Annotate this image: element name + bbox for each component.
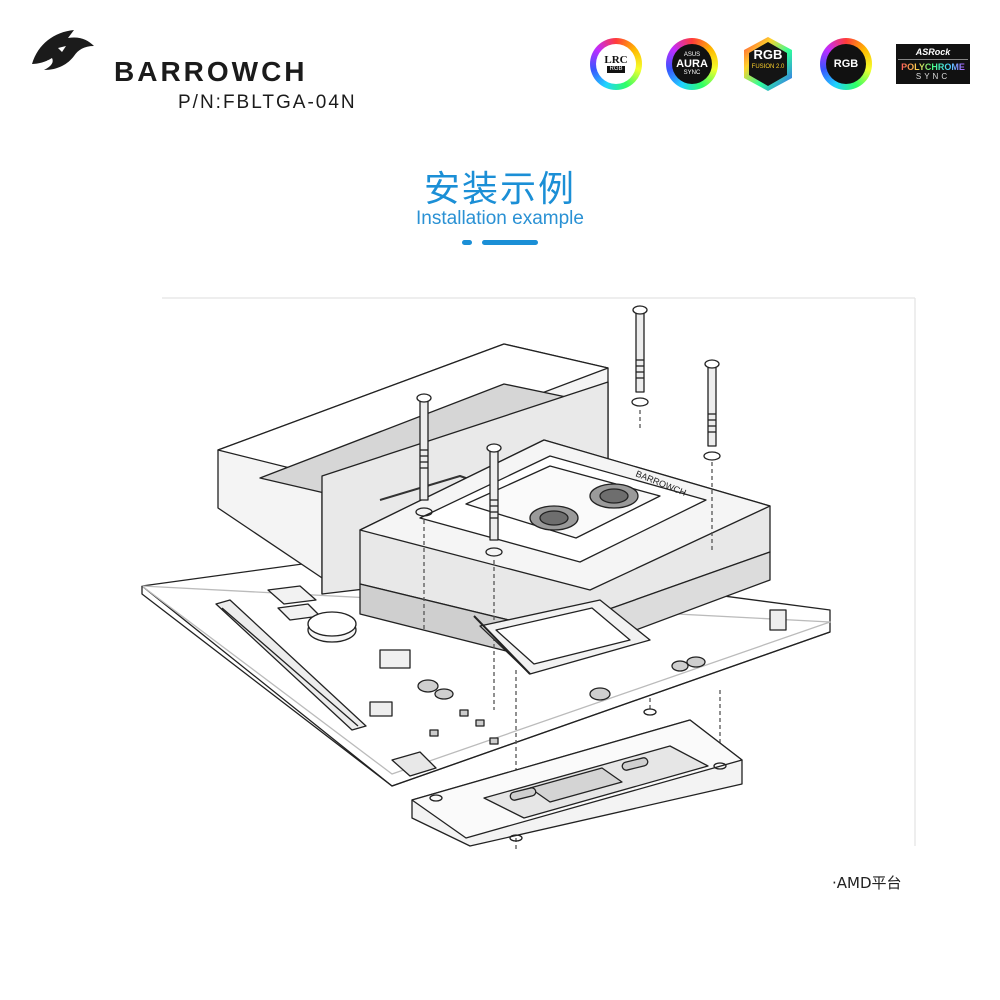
cpu-socket xyxy=(473,599,651,675)
brand-name: BARROWCH xyxy=(114,56,308,87)
part-number: P/N:FBLTGA-04N xyxy=(178,92,357,113)
asus-aura-sync-badge-icon: ASUS AURA SYNC xyxy=(666,38,718,90)
lrc-badge-sub: RGB xyxy=(607,66,625,73)
brand: BARROWCH P/N:FBLTGA-04N xyxy=(28,24,358,113)
shark-head-icon xyxy=(32,30,94,70)
cpu-water-block: BARROWCH xyxy=(359,439,771,663)
asrock-polychrome-badge-icon: ASRock POLYCHROME SYNC xyxy=(896,44,970,84)
mounting-screws xyxy=(415,305,721,557)
title-decoration-bar xyxy=(482,240,538,245)
cpu-water-block-exploded-diagram-icon: BARROWCH xyxy=(141,297,916,850)
backplate xyxy=(411,708,743,847)
rgb-badge-text: RGB xyxy=(833,57,859,70)
asrock-badge-text: ASRock xyxy=(915,47,951,57)
lrc-badge-text: LRC xyxy=(604,54,628,66)
lrc-rgb-badge-icon: LRC RGB xyxy=(590,38,642,90)
platform-note: ·AMD平台 xyxy=(832,874,902,892)
aura-badge-sub: SYNC xyxy=(683,69,701,76)
header: BARROWCH P/N:FBLTGA-04N LRC RGB ASUS AUR… xyxy=(0,0,1000,113)
fusion-badge-text: RGB xyxy=(753,47,783,62)
section-title-en: Installation example xyxy=(416,208,584,229)
title-decoration-dot xyxy=(462,240,472,245)
aura-badge-text: AURA xyxy=(676,57,708,70)
fusion-badge-sub: FUSION 2.0 xyxy=(751,64,785,70)
rgb-fusion-badge-icon: RGB FUSION 2.0 xyxy=(742,36,794,92)
asrock-badge-sub: SYNC xyxy=(915,72,951,81)
rgb-badge-icon: RGB xyxy=(820,38,872,90)
section-title-cn: 安装示例 xyxy=(423,169,576,210)
rgb-compatibility-badges: LRC RGB ASUS AURA SYNC xyxy=(590,36,980,94)
asrock-badge-mid: POLYCHROME xyxy=(901,62,965,72)
aura-badge-top: ASUS xyxy=(683,51,701,58)
